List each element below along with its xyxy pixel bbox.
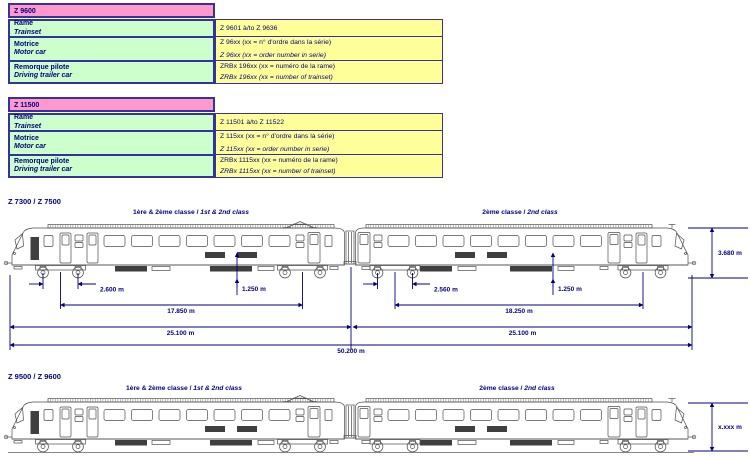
- table-row: Motrice Motor car Z 96xx (xx = n° d'ordr…: [8, 36, 443, 62]
- dimension-car2-floor-height: 1.250 m: [550, 252, 582, 295]
- row-value-cell: ZRBx 1115xx (xx = numéro de la rame) ZRB…: [215, 154, 443, 178]
- row-value-fr: Z 115xx (xx = n° d'ordre dans la série): [220, 132, 335, 140]
- class-label-en: 2nd class: [527, 209, 558, 216]
- table-row: Rame Trainset Z 11501 à/to Z 11522: [8, 113, 443, 132]
- row-label-en: Motor car: [14, 143, 46, 150]
- dimension-car1-floor-height: 1.250 m: [234, 252, 266, 295]
- row-value-cell: Z 115xx (xx = n° d'ordre dans la série) …: [215, 130, 443, 156]
- table-z11500: Z 11500 Rame Trainset Z 11501 à/to Z 115…: [8, 97, 443, 178]
- dimension-car2-bogie-distance: 18.250 m: [394, 272, 644, 315]
- dim-car2-wheelbase-label: 2.560 m: [434, 287, 458, 294]
- row-value-fr: Z 9601 à/to Z 9636: [220, 24, 278, 32]
- diagram2-car1-class-label: 1ère & 2ème classe / 1st & 2nd class: [126, 385, 242, 392]
- row-label-fr: Remorque pilote: [14, 157, 70, 165]
- row-label-en: Trainset: [14, 122, 42, 130]
- class-label-fr: 2ème classe /: [482, 209, 528, 216]
- row-label-en: Driving trailer car: [14, 72, 72, 79]
- row-label-en: Trainset: [14, 28, 42, 36]
- dimension-car2-wheelbase: 2.560 m: [363, 273, 458, 294]
- class-label-en: 1st & 2nd class: [200, 209, 249, 216]
- row-value-fr: Z 11501 à/to Z 11522: [220, 118, 284, 126]
- class-label-fr: 1ère & 2ème classe /: [133, 209, 201, 216]
- diagram1-car1-class-label: 1ère & 2ème classe / 1st & 2nd class: [133, 209, 249, 216]
- dim-car2-floor-label: 1.250 m: [558, 286, 582, 293]
- table-row: Remorque pilote Driving trailer car ZRBx…: [8, 154, 443, 178]
- row-label-fr: Motrice: [14, 134, 39, 142]
- diagram2-drawing: x.xxx m: [0, 370, 748, 457]
- row-value-en: Z 96xx (xx = order number in serie): [220, 51, 326, 59]
- diagram1-drawing: 2.600 m 1.250 m 17.850 m 2.560 m 1.250 m: [0, 195, 748, 355]
- table-z9600: Z 9600 Rame Trainset Z 9601 à/to Z 9636 …: [8, 3, 443, 84]
- row-value-en: ZRBx 196xx (xx = number of trainset): [220, 73, 333, 81]
- row-label-cell: Remorque pilote Driving trailer car: [8, 60, 215, 84]
- table-row: Remorque pilote Driving trailer car ZRBx…: [8, 60, 443, 84]
- row-value-en: ZRBx 1115xx (xx = number of trainset): [220, 167, 336, 175]
- dim-car1-length-label: 25.100 m: [167, 330, 195, 337]
- dim-height-label: 3.680 m: [718, 250, 742, 257]
- dim-car1-bogie-distance-label: 17.850 m: [167, 308, 195, 315]
- table-header: Z 11500: [8, 97, 215, 112]
- row-label-cell: Remorque pilote Driving trailer car: [8, 154, 215, 178]
- dimension-total-length: 50.200 m: [9, 342, 693, 355]
- row-label-en: Driving trailer car: [14, 166, 72, 173]
- table-header: Z 9600: [8, 3, 215, 18]
- row-value-fr: Z 96xx (xx = n° d'ordre dans la série): [220, 38, 332, 46]
- dim-car1-wheelbase-label: 2.600 m: [100, 287, 124, 294]
- class-label-fr: 2ème classe /: [479, 385, 525, 392]
- class-label-en: 1st & 2nd class: [193, 385, 242, 392]
- row-value-en: Z 115xx (xx = order number in serie): [220, 145, 330, 153]
- dimension-car1-bogie-distance: 17.850 m: [60, 272, 303, 315]
- dim-car1-floor-label: 1.250 m: [242, 286, 266, 293]
- diagram1-title: Z 7300 / Z 7500: [8, 197, 61, 206]
- dim-height-label: x.xxx m: [718, 424, 742, 431]
- row-label-fr: Motrice: [14, 40, 39, 48]
- dim-car2-length-label: 25.100 m: [509, 330, 537, 337]
- dim-total-length-label: 50.200 m: [337, 348, 365, 355]
- dimension-height: x.xxx m: [688, 402, 748, 452]
- row-label-en: Motor car: [14, 49, 46, 56]
- diagram1-car2-class-label: 2ème classe / 2nd class: [482, 209, 557, 216]
- class-label-en: 2nd class: [524, 385, 555, 392]
- row-value-cell: Z 96xx (xx = n° d'ordre dans la série) Z…: [215, 36, 443, 62]
- dimension-height: 3.680 m: [688, 227, 748, 279]
- row-value-fr: ZRBx 196xx (xx = numéro de la rame): [220, 62, 336, 70]
- row-label-fr: Rame: [14, 20, 34, 27]
- trainset-z9500: [4, 396, 696, 453]
- dim-car2-bogie-distance-label: 18.250 m: [505, 308, 533, 315]
- dimension-car-lengths: 25.100 m 25.100 m: [9, 267, 693, 350]
- class-label-fr: 1ère & 2ème classe /: [126, 385, 194, 392]
- dimension-car1-wheelbase: 2.600 m: [29, 273, 124, 294]
- row-label-cell: Motrice Motor car: [8, 36, 215, 62]
- row-label-cell: Motrice Motor car: [8, 130, 215, 156]
- row-label-fr: Rame: [14, 114, 34, 121]
- row-value-cell: ZRBx 196xx (xx = numéro de la rame) ZRBx…: [215, 60, 443, 84]
- diagram2-title: Z 9500 / Z 9600: [8, 372, 61, 381]
- trainset-z7300: [4, 222, 696, 279]
- row-value-fr: ZRBx 1115xx (xx = numéro de la rame): [220, 156, 338, 164]
- row-label-fr: Remorque pilote: [14, 63, 70, 71]
- diagram2-car2-class-label: 2ème classe / 2nd class: [479, 385, 554, 392]
- table-row: Motrice Motor car Z 115xx (xx = n° d'ord…: [8, 130, 443, 156]
